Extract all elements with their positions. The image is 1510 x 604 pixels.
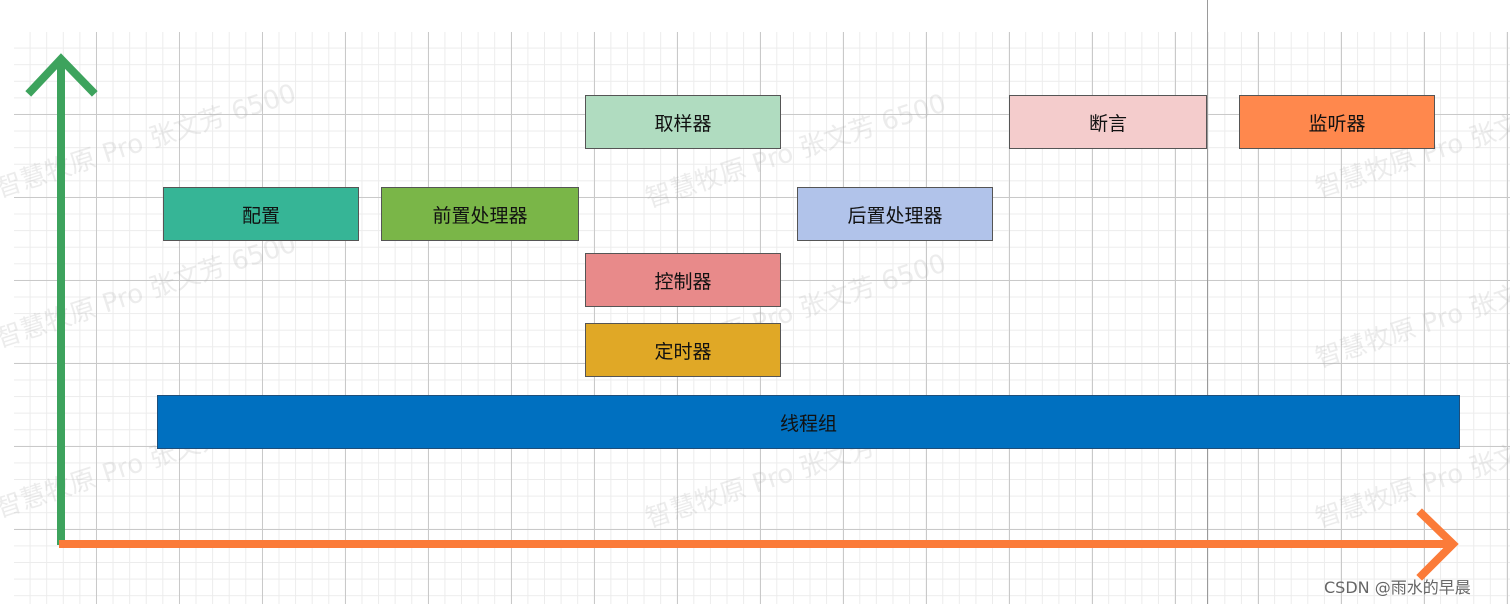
config-box: 配置 [163, 187, 359, 241]
config-label: 配置 [241, 204, 280, 227]
thread-group-label: 线程组 [779, 412, 837, 435]
page-divider-line [1207, 0, 1208, 604]
postprocessor-label: 后置处理器 [847, 204, 943, 227]
postprocessor-box: 后置处理器 [797, 187, 993, 241]
thread-group-box: 线程组 [157, 395, 1460, 449]
controller-label: 控制器 [654, 270, 712, 293]
sampler-box: 取样器 [585, 95, 781, 149]
horizontal-axis-arrowhead [1416, 508, 1459, 581]
preprocessor-label: 前置处理器 [432, 204, 528, 227]
credit-text: CSDN @雨水的早晨 [1324, 578, 1471, 597]
timer-box: 定时器 [585, 323, 781, 377]
timer-label: 定时器 [654, 340, 712, 363]
sampler-label: 取样器 [654, 112, 712, 135]
assertion-label: 断言 [1088, 112, 1127, 135]
listener-box: 监听器 [1239, 95, 1435, 149]
vertical-axis-arrowhead [25, 53, 98, 97]
controller-box: 控制器 [585, 253, 781, 307]
listener-label: 监听器 [1308, 112, 1366, 135]
preprocessor-box: 前置处理器 [381, 187, 579, 241]
assertion-box: 断言 [1009, 95, 1207, 149]
